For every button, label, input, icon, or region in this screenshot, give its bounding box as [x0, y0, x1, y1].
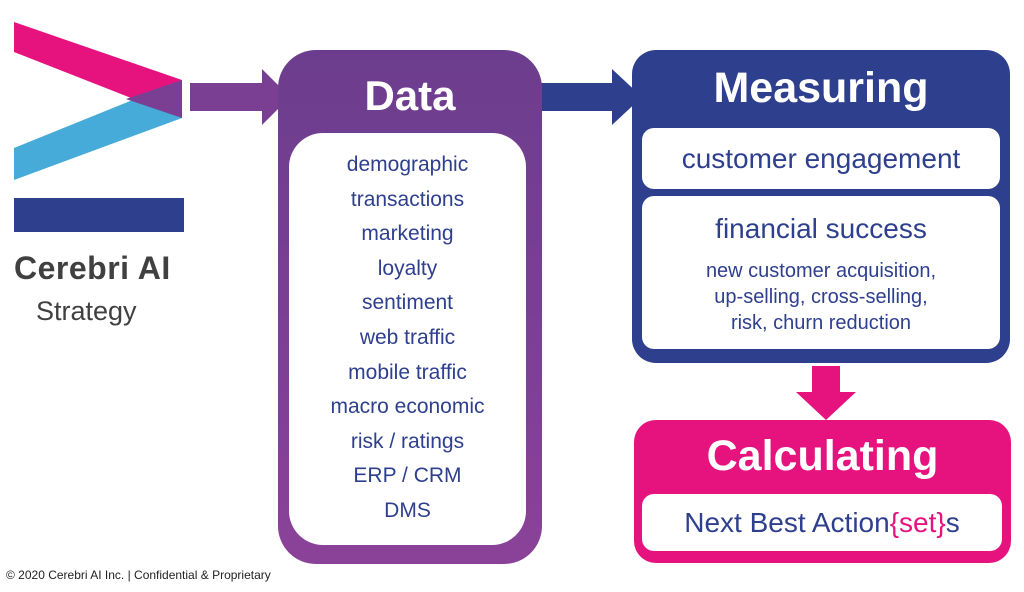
- data-box-title: Data: [364, 72, 456, 119]
- data-source-item: marketing: [361, 222, 454, 246]
- financial-success-line: risk, churn reduction: [730, 312, 912, 334]
- data-source-item: DMS: [384, 498, 431, 522]
- financial-success-line: new customer acquisition,: [705, 260, 937, 282]
- data-source-item: mobile traffic: [348, 360, 467, 384]
- logo-purple-overlap: [126, 80, 182, 118]
- arrow-measuring-to-calculating: [796, 366, 856, 420]
- set-accent-text: {set}: [889, 507, 946, 538]
- customer-engagement-card: [642, 128, 1000, 189]
- cerebri-logo-mark: [14, 22, 184, 232]
- next-best-action-label: Next Best Action{set}s: [642, 507, 1002, 539]
- data-source-item: loyalty: [377, 256, 438, 280]
- data-source-item: sentiment: [361, 291, 454, 315]
- logo-cyan-stripe: [14, 80, 182, 180]
- data-source-list: demographic transactions marketing loyal…: [289, 148, 526, 529]
- brand-subtitle: Strategy: [36, 296, 137, 326]
- data-box-inner-panel: [289, 133, 526, 545]
- calculating-box-title: Calculating: [706, 432, 939, 480]
- data-source-item: risk / ratings: [350, 429, 465, 453]
- arrow-logo-to-data: [190, 69, 290, 125]
- logo-navy-bar: [14, 198, 184, 232]
- next-best-action-text: Next Best Action: [684, 507, 890, 538]
- data-source-item: web traffic: [359, 325, 456, 349]
- next-best-action-suffix: s: [945, 507, 960, 538]
- financial-success-line: up-selling, cross-selling,: [714, 286, 928, 308]
- customer-engagement-label: customer engagement: [681, 143, 961, 174]
- measuring-box-title: Measuring: [713, 64, 929, 112]
- copyright-footer: © 2020 Cerebri AI Inc. | Confidential & …: [6, 568, 271, 582]
- next-best-action-card: [642, 494, 1002, 551]
- data-source-item: demographic: [346, 153, 469, 176]
- brand-name: Cerebri AI: [14, 250, 171, 286]
- financial-success-title: financial success: [715, 213, 927, 244]
- financial-success-details: new customer acquisition, up-selling, cr…: [642, 258, 1000, 336]
- logo-magenta-stripe: [14, 22, 182, 118]
- data-source-item: macro economic: [330, 395, 485, 419]
- financial-success-card: [642, 196, 1000, 349]
- data-source-item: transactions: [350, 187, 465, 211]
- data-source-item: ERP / CRM: [353, 464, 462, 488]
- arrow-data-to-measuring: [540, 69, 642, 125]
